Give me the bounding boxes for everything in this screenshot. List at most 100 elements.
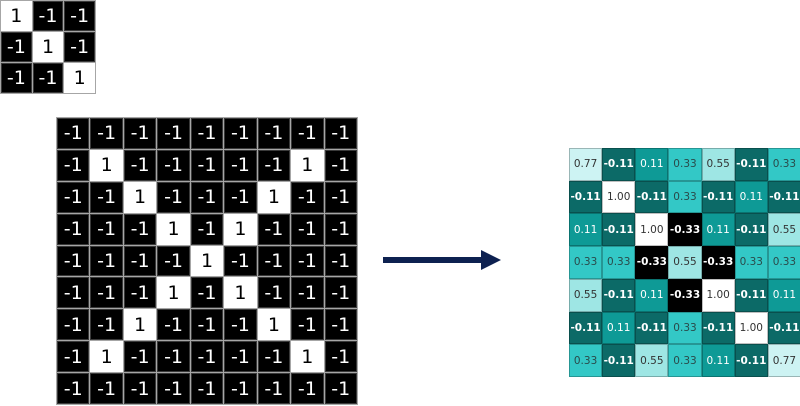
feature-map-cell: 0.11 (602, 311, 636, 345)
feature-map-cell: 0.77 (569, 148, 603, 181)
feature-map-cell: 0.11 (635, 278, 669, 312)
feature-map-cell: -0.11 (602, 344, 636, 377)
feature-map-cell: -0.11 (734, 148, 768, 181)
kernel-cell: -1 (64, 32, 95, 62)
feature-map-cell: -0.33 (635, 246, 669, 279)
feature-map-cell: -0.11 (701, 311, 735, 345)
kernel-cell: -1 (1, 32, 32, 62)
image-cell: 1 (157, 277, 190, 309)
image-cell: 1 (90, 341, 123, 373)
feature-map-cell: 0.33 (668, 311, 702, 345)
image-cell: -1 (57, 341, 90, 373)
image-cell: -1 (291, 118, 324, 149)
image-cell: -1 (324, 277, 357, 309)
feature-map-cell: -0.11 (734, 213, 768, 247)
image-cell: 1 (224, 213, 257, 245)
image-cell: 1 (224, 277, 257, 309)
image-cell: -1 (291, 277, 324, 309)
image-cell: -1 (324, 118, 357, 149)
feature-map-cell: -0.11 (635, 311, 669, 345)
right-arrow-icon (383, 250, 501, 270)
image-cell: -1 (123, 149, 157, 181)
kernel-cell: -1 (64, 1, 95, 31)
kernel-cell: -1 (32, 63, 64, 93)
image-cell: -1 (190, 118, 224, 149)
image-cell: -1 (157, 118, 190, 149)
feature-map-cell: -0.11 (602, 213, 636, 247)
feature-map-cell: -0.11 (569, 311, 603, 345)
image-cell: 1 (257, 309, 291, 341)
arrow-head (481, 250, 501, 270)
feature-map-cell: 0.33 (734, 246, 768, 279)
feature-map-cell: 0.11 (635, 148, 669, 181)
feature-map-cell: 0.33 (569, 246, 603, 279)
image-cell: -1 (291, 245, 324, 277)
image-cell: -1 (224, 181, 257, 213)
image-cell: -1 (291, 181, 324, 213)
feature-map-cell: 0.55 (701, 148, 735, 181)
image-cell: 1 (291, 341, 324, 373)
feature-map-cell: 0.11 (734, 180, 768, 214)
image-cell: -1 (57, 309, 90, 341)
image-cell: -1 (257, 341, 291, 373)
image-cell: -1 (324, 149, 357, 181)
kernel-cell: -1 (1, 63, 32, 93)
image-cell: -1 (57, 149, 90, 181)
image-cell: 1 (90, 149, 123, 181)
image-cell: 1 (123, 181, 157, 213)
feature-map-cell: 1.00 (635, 213, 669, 247)
image-cell: -1 (190, 149, 224, 181)
image-cell: -1 (190, 181, 224, 213)
image-cell: -1 (257, 149, 291, 181)
feature-map-cell: -0.11 (701, 180, 735, 214)
image-cell: -1 (257, 213, 291, 245)
image-cell: -1 (157, 181, 190, 213)
image-cell: -1 (190, 277, 224, 309)
image-cell: -1 (324, 309, 357, 341)
image-cell: -1 (57, 245, 90, 277)
image-cell: -1 (90, 309, 123, 341)
image-cell: -1 (324, 245, 357, 277)
image-cell: -1 (123, 245, 157, 277)
feature-map-cell: -0.11 (602, 148, 636, 181)
feature-map-cell: -0.33 (668, 278, 702, 312)
image-cell: -1 (224, 341, 257, 373)
kernel-cell: 1 (64, 63, 95, 93)
image-cell: 1 (190, 245, 224, 277)
image-cell: -1 (57, 181, 90, 213)
feature-map-cell: 0.33 (668, 180, 702, 214)
image-cell: -1 (90, 245, 123, 277)
image-cell: -1 (157, 373, 190, 404)
image-cell: -1 (157, 149, 190, 181)
image-cell: -1 (324, 341, 357, 373)
feature-map-cell: 0.11 (701, 344, 735, 377)
feature-map-cell: -0.11 (734, 278, 768, 312)
feature-map-cell: -0.11 (602, 278, 636, 312)
feature-map-cell: 0.55 (767, 213, 800, 247)
feature-map-cell: -0.33 (701, 246, 735, 279)
feature-map-cell: 0.77 (767, 344, 800, 377)
feature-map-cell: 0.33 (569, 344, 603, 377)
image-cell: -1 (291, 213, 324, 245)
feature-map-cell: 0.33 (668, 344, 702, 377)
feature-map-cell: 0.33 (767, 148, 800, 181)
feature-map-cell: -0.11 (569, 180, 603, 214)
image-cell: -1 (123, 341, 157, 373)
image-cell: -1 (123, 213, 157, 245)
image-cell: -1 (57, 373, 90, 404)
arrow-shaft (383, 257, 483, 263)
kernel-cell: 1 (1, 1, 32, 31)
image-cell: 1 (157, 213, 190, 245)
feature-map-cell: 0.11 (569, 213, 603, 247)
image-cell: -1 (57, 277, 90, 309)
feature-map-cell: 1.00 (602, 180, 636, 214)
kernel-cell: 1 (32, 32, 64, 62)
feature-map-cell: -0.11 (767, 180, 800, 214)
image-cell: -1 (257, 245, 291, 277)
image-cell: -1 (157, 341, 190, 373)
image-cell: -1 (224, 118, 257, 149)
image-cell: -1 (190, 373, 224, 404)
